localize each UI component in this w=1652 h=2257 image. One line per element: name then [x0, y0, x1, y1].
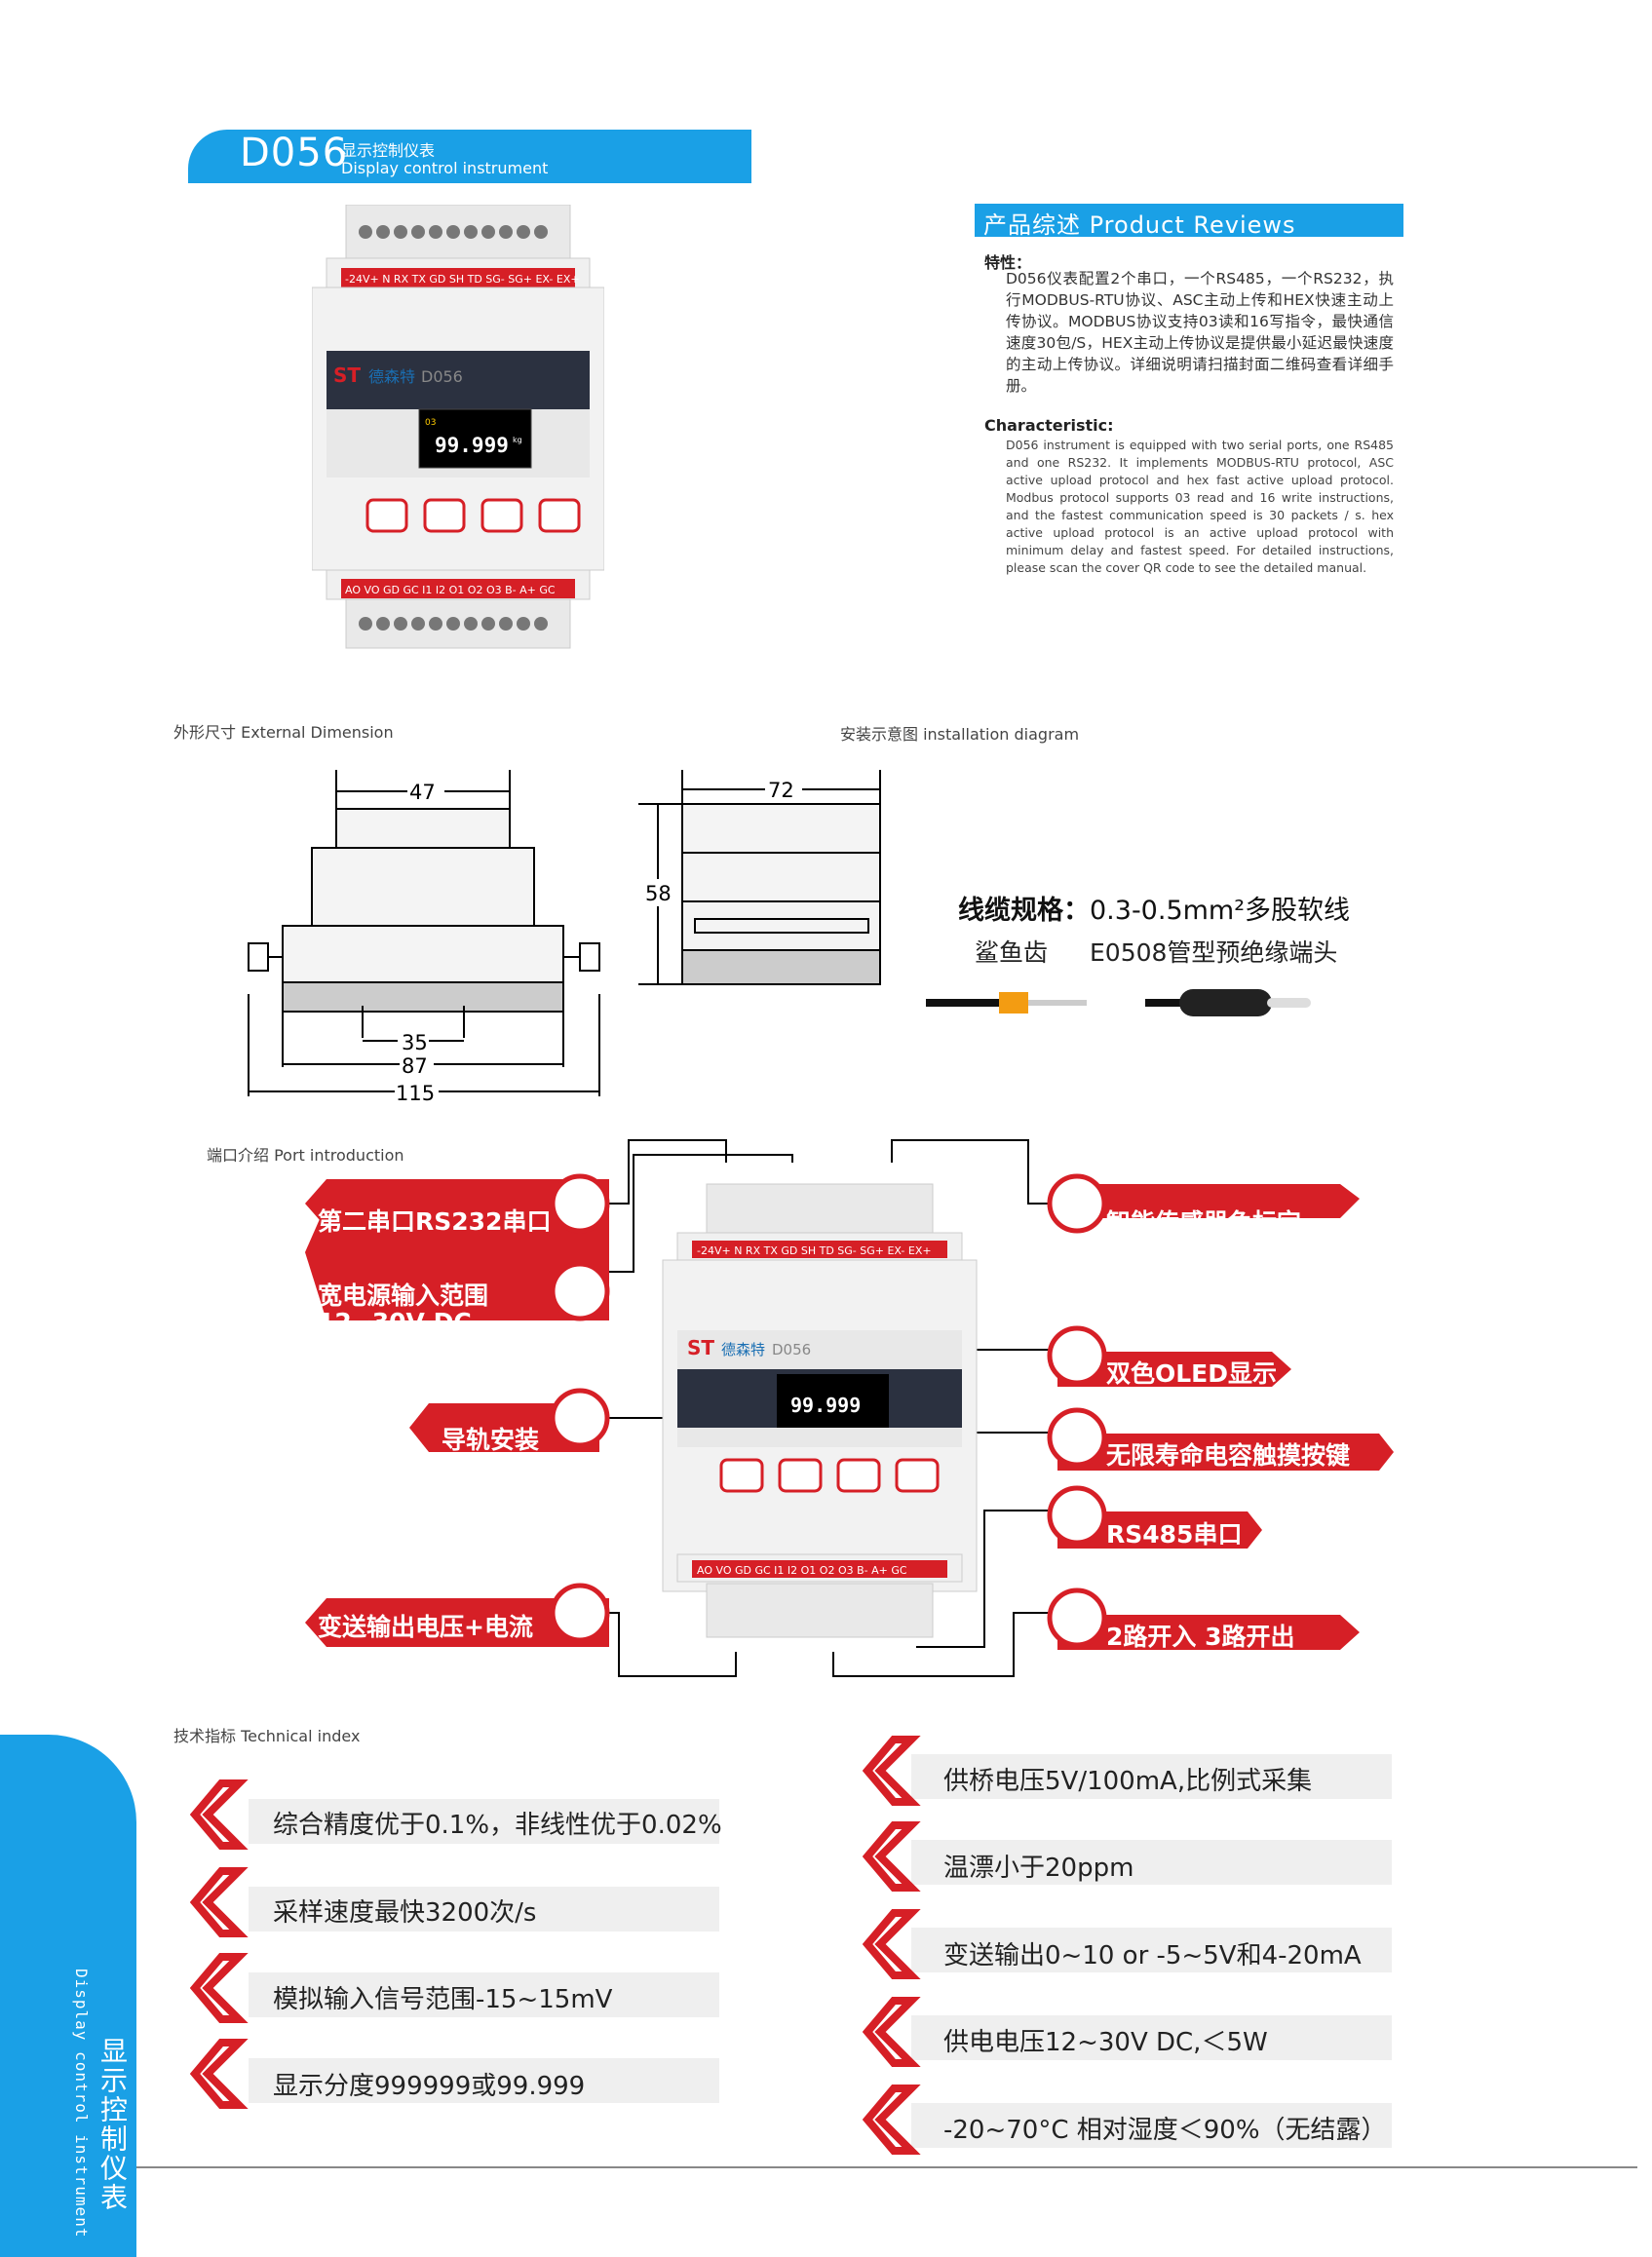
- tech-supply-voltage: 供电电压12~30V DC,＜5W: [943, 2028, 1268, 2057]
- tech-bridge-voltage: 供桥电压5V/100mA,比例式采集: [943, 1767, 1313, 1796]
- top-terminal-labels: -24V+ N RX TX GD SH TD SG- SG+ EX- EX+: [345, 273, 580, 286]
- tech-section-label: 技术指标 Technical index: [173, 1727, 361, 1745]
- svg-text:35: 35: [402, 1031, 428, 1054]
- product-reviews-title: 产品综述 Product Reviews: [983, 211, 1296, 239]
- tech-sampling: 采样速度最快3200次/s: [273, 1898, 537, 1928]
- front-dimension-drawing: 47 35 87 115: [248, 770, 600, 1105]
- tech-environment: -20~70°C 相对湿度＜90%（无结露）: [943, 2116, 1387, 2145]
- svg-text:AO VO GD GC I1 I2 O1 O2: AO VO GD GC I1 I2 O1 O2 O3 B- A+ GC: [697, 1564, 907, 1577]
- side-tab-en: Display control instrument: [72, 1969, 91, 2238]
- svg-text:D056: D056: [772, 1341, 811, 1358]
- tech-chevrons-left: [190, 1779, 249, 2109]
- features-text: D056仪表配置2个串口，一个RS485，一个RS232，执行MODBUS-RT…: [1006, 270, 1394, 395]
- product-reviews-bar: [975, 204, 1403, 237]
- device-photo-top: -24V+ N RX TX GD SH TD SG- SG+ EX- EX+ S…: [312, 205, 604, 649]
- ports-section-label: 端口介绍 Port introduction: [207, 1146, 404, 1165]
- svg-text:-24V+ N RX TX GD SH TD: -24V+ N RX TX GD SH TD SG- SG+ EX- EX+: [697, 1244, 932, 1257]
- bottom-divider: [136, 2166, 1637, 2168]
- svg-text:德森特: 德森特: [721, 1341, 765, 1358]
- side-dimension-drawing: 72 58: [638, 770, 881, 985]
- bottom-terminal-labels: AO VO GD GC I1 I2 O1 O2 O3 B- A+ GC: [345, 584, 556, 596]
- tech-display-resolution: 显示分度999999或99.999: [273, 2072, 586, 2101]
- cable-spec-value: 0.3-0.5mm²多股软线: [1090, 896, 1351, 926]
- device-brand: 德森特: [368, 367, 415, 386]
- port-label-power-range: 宽电源输入范围: [318, 1282, 489, 1310]
- port-label-power-voltage: 12~30V DC: [318, 1308, 472, 1336]
- port-label-rail: 导轨安装: [442, 1426, 540, 1454]
- port-label-transmit: 变送输出电压+电流: [318, 1613, 533, 1641]
- port-label-oled: 双色OLED显示: [1106, 1359, 1278, 1388]
- features-heading: 特性：: [984, 253, 1032, 272]
- svg-text:72: 72: [768, 779, 794, 802]
- display-value: 99.999: [435, 434, 509, 457]
- port-label-touch: 无限寿命电容触摸按键: [1106, 1441, 1351, 1470]
- svg-text:115: 115: [396, 1082, 435, 1105]
- device-model: D056: [421, 367, 463, 386]
- port-label-rs232: 第二串口RS232串口: [318, 1207, 552, 1236]
- header-model: D056: [240, 131, 349, 175]
- cable-type2: E0508管型预绝缘端头: [1090, 938, 1338, 967]
- tech-input-range: 模拟输入信号范围-15~15mV: [273, 1985, 613, 2014]
- characteristic-text: D056 instrument is equipped with two ser…: [1006, 438, 1394, 575]
- header-title-en: Display control instrument: [341, 159, 549, 177]
- characteristic-heading: Characteristic:: [984, 416, 1114, 435]
- cable-spec: 线缆规格：0.3-0.5mm²多股软线: [958, 889, 1350, 927]
- side-tab: [0, 1735, 136, 2257]
- cable-spec-label: 线缆规格：: [958, 896, 1090, 926]
- tech-chevrons-right: [863, 1736, 921, 2155]
- tech-temp-drift: 温漂小于20ppm: [943, 1854, 1134, 1883]
- installation-section-label: 安装示意图 installation diagram: [840, 725, 1080, 744]
- header-title-cn: 显示控制仪表: [341, 141, 436, 160]
- cable-type1: 鲨鱼齿: [975, 938, 1049, 967]
- header-banner: [188, 130, 751, 183]
- tech-accuracy: 综合精度优于0.1%，非线性优于0.02%: [273, 1811, 722, 1840]
- port-label-io: 2路开入 3路开出: [1106, 1623, 1295, 1651]
- svg-text:47: 47: [409, 781, 436, 804]
- svg-text:ST: ST: [333, 363, 361, 387]
- ports-diagram: -24V+ N RX TX GD SH TD SG- SG+ EX- EX+ S…: [305, 1139, 1394, 1677]
- svg-text:58: 58: [645, 882, 672, 905]
- dimension-section-label: 外形尺寸 External Dimension: [173, 723, 394, 742]
- svg-text:03: 03: [425, 418, 436, 428]
- svg-text:kg: kg: [513, 436, 522, 444]
- port-label-rs485: RS485串口: [1106, 1520, 1243, 1549]
- svg-text:ST: ST: [687, 1336, 714, 1359]
- tech-transmit-output: 变送输出0~10 or -5~5V和4-20mA: [943, 1941, 1362, 1970]
- cable-illustration: [926, 989, 1311, 1016]
- port-label-sensor: 智能传感器免标定: [1106, 1208, 1302, 1237]
- side-tab-cn: 显示控制仪表: [96, 2037, 129, 2212]
- svg-text:99.999: 99.999: [790, 1394, 861, 1417]
- svg-text:87: 87: [402, 1054, 428, 1078]
